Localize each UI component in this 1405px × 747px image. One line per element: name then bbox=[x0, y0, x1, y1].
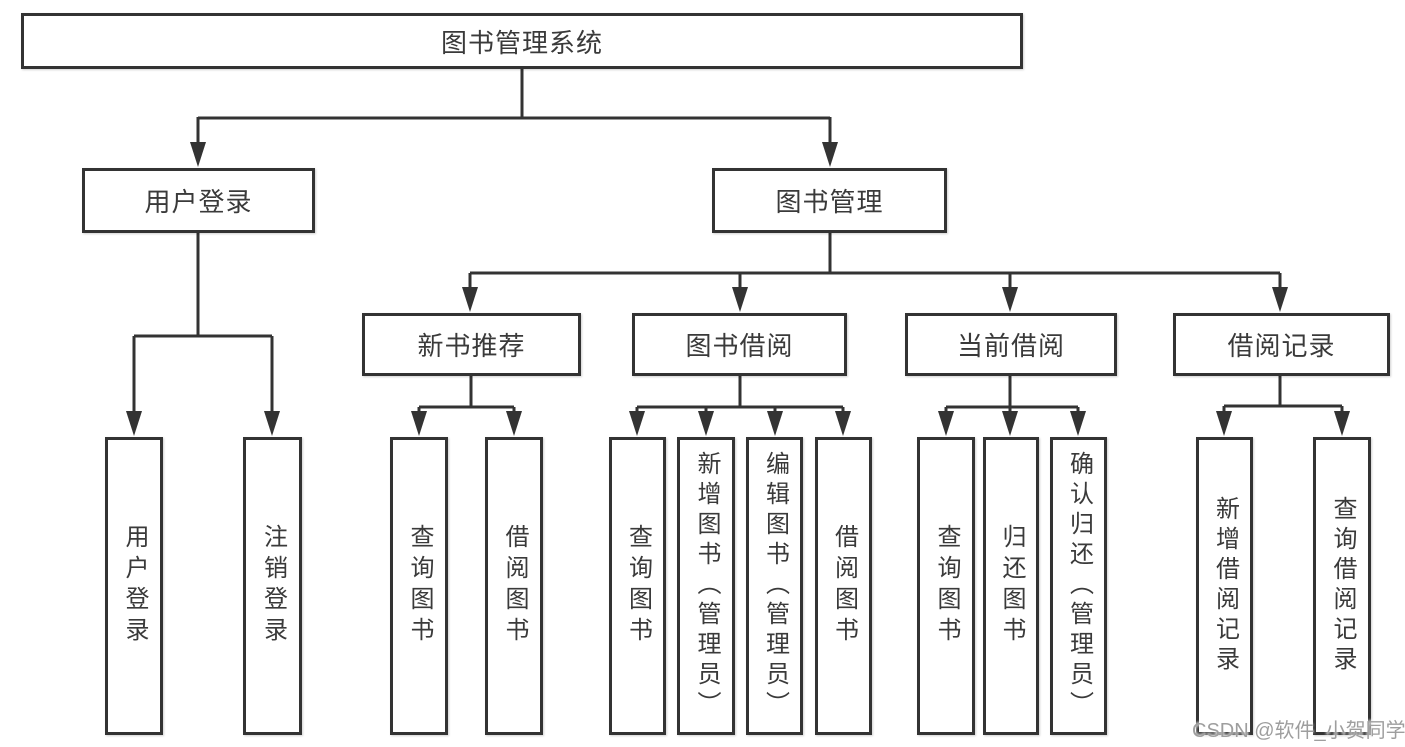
arrow-icon bbox=[190, 142, 206, 167]
leaf-add-books-admin: 新增图书（管理员） bbox=[677, 437, 735, 735]
node-current-borrow: 当前借阅 bbox=[905, 313, 1117, 376]
arrow-icon bbox=[1002, 411, 1018, 436]
leaf-edit-books-admin-label: 编辑图书（管理员） bbox=[761, 451, 789, 721]
arrow-icon bbox=[938, 411, 954, 436]
arrow-icon bbox=[822, 142, 838, 167]
node-book-borrow-label: 图书借阅 bbox=[685, 331, 794, 361]
node-user-login-group: 用户登录 bbox=[82, 168, 315, 233]
node-book-management: 图书管理 bbox=[712, 168, 947, 233]
arrow-icon bbox=[264, 411, 280, 436]
arrow-icon bbox=[629, 411, 645, 436]
leaf-confirm-return-admin: 确认归还（管理员） bbox=[1050, 437, 1107, 735]
node-current-borrow-label: 当前借阅 bbox=[956, 331, 1065, 361]
arrow-icon bbox=[411, 411, 427, 436]
leaf-query-books-recommend-label: 查询图书 bbox=[406, 524, 433, 648]
leaf-borrow-books: 借阅图书 bbox=[815, 437, 872, 735]
arrow-icon bbox=[732, 287, 748, 312]
node-root: 图书管理系统 bbox=[21, 13, 1023, 69]
arrow-icon bbox=[1216, 411, 1232, 436]
leaf-logout-label: 注销登录 bbox=[259, 524, 287, 648]
arrow-icon bbox=[1334, 411, 1350, 436]
leaf-add-books-admin-label: 新增图书（管理员） bbox=[693, 451, 720, 721]
node-user-login-label: 用户登录 bbox=[144, 187, 253, 217]
arrow-icon bbox=[767, 411, 783, 436]
leaf-query-books-borrow-label: 查询图书 bbox=[624, 524, 652, 648]
node-borrow-records-label: 借阅记录 bbox=[1227, 331, 1336, 361]
leaf-query-borrow-record-label: 查询借阅记录 bbox=[1329, 496, 1356, 676]
node-book-management-label: 图书管理 bbox=[775, 187, 884, 217]
edge-user-login bbox=[132, 233, 274, 418]
leaf-query-books-current-label: 查询图书 bbox=[933, 524, 960, 648]
arrow-icon bbox=[1272, 287, 1288, 312]
node-new-book-recommend-label: 新书推荐 bbox=[417, 331, 526, 361]
tree-edges bbox=[132, 69, 1344, 418]
leaf-add-borrow-record-label: 新增借阅记录 bbox=[1211, 496, 1239, 676]
arrow-icon bbox=[506, 411, 522, 436]
leaf-borrow-books-recommend-label: 借阅图书 bbox=[501, 524, 528, 648]
arrow-icon bbox=[1070, 411, 1086, 436]
edge-root bbox=[196, 69, 832, 146]
leaf-return-books: 归还图书 bbox=[983, 437, 1039, 735]
leaf-query-books-recommend: 查询图书 bbox=[390, 437, 448, 735]
leaf-query-borrow-record: 查询借阅记录 bbox=[1313, 437, 1371, 735]
node-new-book-recommend: 新书推荐 bbox=[362, 313, 581, 376]
edge-borrow-records bbox=[1222, 376, 1344, 418]
leaf-borrow-books-label: 借阅图书 bbox=[830, 524, 858, 648]
node-book-borrow: 图书借阅 bbox=[632, 313, 847, 376]
leaf-query-books-current: 查询图书 bbox=[917, 437, 975, 735]
leaf-logout: 注销登录 bbox=[243, 437, 302, 735]
edge-new-book bbox=[417, 376, 516, 418]
arrowheads bbox=[126, 142, 1350, 436]
leaf-user-login-label: 用户登录 bbox=[121, 524, 148, 648]
leaf-borrow-books-recommend: 借阅图书 bbox=[485, 437, 543, 735]
leaf-edit-books-admin: 编辑图书（管理员） bbox=[746, 437, 803, 735]
leaf-return-books-label: 归还图书 bbox=[998, 524, 1025, 648]
node-root-label: 图书管理系统 bbox=[440, 27, 603, 58]
csdn-watermark: CSDN @软件_小贺同学 bbox=[1192, 720, 1405, 742]
arrow-icon bbox=[835, 411, 851, 436]
arrow-icon bbox=[698, 411, 714, 436]
arrow-icon bbox=[126, 411, 142, 436]
arrow-icon bbox=[462, 287, 478, 312]
leaf-user-login: 用户登录 bbox=[105, 437, 163, 735]
node-borrow-records: 借阅记录 bbox=[1173, 313, 1390, 376]
arrow-icon bbox=[1002, 287, 1018, 312]
leaf-add-borrow-record: 新增借阅记录 bbox=[1196, 437, 1253, 735]
edge-book-borrow bbox=[635, 376, 845, 418]
edge-book-mgmt bbox=[468, 233, 1282, 292]
leaf-query-books-borrow: 查询图书 bbox=[609, 437, 666, 735]
leaf-confirm-return-admin-label: 确认归还（管理员） bbox=[1065, 451, 1093, 721]
